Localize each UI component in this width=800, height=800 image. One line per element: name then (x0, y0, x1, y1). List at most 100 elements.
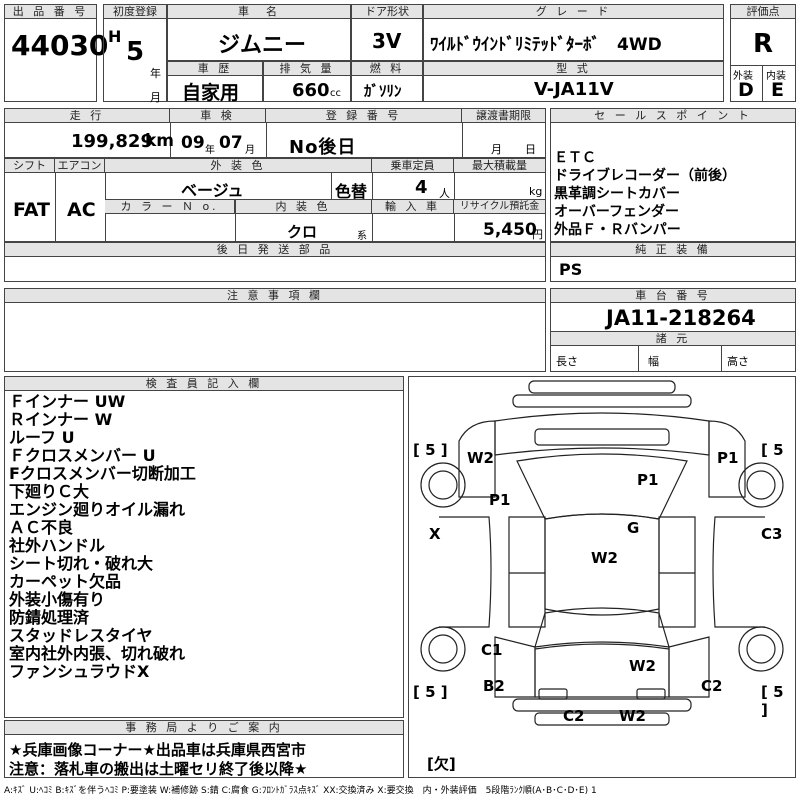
genuine-box: 純 正 装 備 PS (550, 242, 796, 282)
note-line: ルーフ U (9, 428, 75, 447)
sales-point-item: オーバーフェンダー (554, 204, 680, 220)
fuel-label: 燃 料 (352, 62, 422, 76)
first-reg-era: H (108, 27, 122, 46)
note-line: 外装小傷有り (9, 590, 106, 609)
door-value: 3V (372, 29, 402, 53)
grade-box: グ レ ー ド ﾜｲﾙﾄﾞｳｲﾝﾄﾞﾘﾐﾃｯﾄﾞﾀｰﾎﾞ 4WD (423, 4, 724, 61)
vehicle-outline (420, 380, 784, 726)
note-line: エンジン廻りオイル漏れ (9, 500, 186, 519)
model-value: V-JA11V (534, 79, 614, 100)
note-line: Ｆクロスメンバー U (9, 446, 156, 465)
damage-mark-c1: C1 (481, 641, 503, 659)
displacement-label: 排 気 量 (264, 62, 350, 76)
lot-number: 44030 (11, 29, 109, 62)
damage-mark-w2-bumper: W2 (619, 707, 646, 725)
caution-box: 注 意 事 項 欄 (4, 288, 546, 372)
grade-label: グ レ ー ド (424, 5, 723, 19)
grade-value: ﾜｲﾙﾄﾞｳｲﾝﾄﾞﾘﾐﾃｯﾄﾞﾀｰﾎﾞ 4WD (430, 35, 662, 55)
tire-mark-front-right: [ 5 (761, 441, 784, 459)
dims-width: 幅 (648, 355, 659, 368)
first-reg-label: 初度登録 (104, 5, 166, 19)
color-change: 色替 (335, 182, 368, 201)
damage-mark-w2-roof: W2 (591, 549, 618, 567)
displacement-unit: cc (330, 88, 341, 99)
chassis-number: JA11-218264 (606, 306, 756, 330)
door-label: ドア形状 (352, 5, 422, 19)
exterior-score: D (738, 79, 754, 101)
maxload-unit: kg (529, 185, 543, 198)
damage-mark-g: G (627, 519, 640, 537)
inspection-label: 車 検 (170, 109, 266, 123)
sales-point-item: ドライブレコーダー（前後） (554, 168, 736, 184)
genuine-value: PS (559, 260, 583, 279)
color-value: ベージュ (181, 181, 244, 200)
int-color-value: クロ (287, 223, 318, 241)
recycle-value: 5,450 (483, 220, 537, 240)
office-line-2: 注意：落札車の搬出は土曜セリ終了後以降★ (9, 760, 308, 778)
row3-box: シフト エアコン 外 装 色 乗車定員 最大積載量 FAT AC ベージュ 色替… (4, 158, 546, 242)
model-box: 型 式 V-JA11V (423, 61, 724, 102)
damage-mark-x: X (429, 525, 441, 543)
tire-mark-rear-right: [ 5 ] (761, 683, 784, 719)
recycle-unit: 円 (532, 228, 543, 241)
damage-mark-c3: C3 (761, 525, 783, 543)
lot-label: 出 品 番 号 (5, 5, 96, 19)
int-color-unit: 系 (357, 231, 367, 242)
note-line: 社外ハンドル (9, 536, 106, 555)
dims-label: 諸 元 (551, 331, 795, 346)
office-line-1: ★兵庫画像コーナー★出品車は兵庫県西宮市 (9, 741, 306, 759)
transfer-day: 日 (525, 143, 536, 156)
chassis-box: 車 台 番 号 JA11-218264 諸 元 長さ 幅 高さ (550, 288, 796, 372)
sales-point-label: セ ー ル ス ポ イ ン ト (551, 109, 795, 123)
history-value: 自家用 (182, 82, 240, 104)
note-line: Ｒインナー W (9, 410, 113, 429)
note-line: ＡＣ不良 (9, 518, 74, 537)
sales-point-box: セ ー ル ス ポ イ ン ト ＥＴＣ ドライブレコーダー（前後） 黒革調シート… (550, 108, 796, 242)
note-line: 室内社外内張、切れ破れ (9, 644, 186, 663)
mileage-value: 199,829 (71, 131, 153, 152)
first-reg-month-unit: 月 (150, 91, 161, 104)
reg-value: No後日 (289, 137, 357, 158)
inspector-label: 検 査 員 記 入 欄 (5, 377, 403, 391)
history-label: 車 歴 (168, 62, 262, 76)
sales-point-item: 黒革調シートカバー (554, 186, 680, 202)
inspector-box: 検 査 員 記 入 欄 Ｆインナー UW Ｒインナー W ルーフ U Ｆクロスメ… (4, 376, 404, 718)
score-label: 評価点 (731, 5, 795, 19)
interior-label: 内装 (766, 71, 786, 82)
note-line: カーペット欠品 (9, 572, 122, 591)
note-line: Fクロスメンバー切断加工 (9, 464, 196, 483)
row2-box: 走 行 車 検 登 録 番 号 譲渡書期限 199,829 km 09 年 07… (4, 108, 546, 158)
first-reg-year: 5 (126, 37, 145, 67)
aircon-label: エアコン (55, 159, 105, 173)
score-value: R (753, 29, 774, 59)
color-label: 外 装 色 (105, 159, 372, 173)
model-label: 型 式 (424, 62, 723, 76)
note-line: シート切れ・破れ大 (9, 554, 154, 573)
displacement-box: 排 気 量 660 cc (263, 61, 351, 102)
reg-label: 登 録 番 号 (266, 109, 462, 123)
office-box: 事 務 局 よ り ご 案 内 ★兵庫画像コーナー★出品車は兵庫県西宮市 注意：… (4, 720, 404, 778)
damage-mark-c2-rear-right: C2 (701, 677, 723, 695)
damage-mark-p1-front-right: P1 (717, 449, 739, 467)
tire-mark-rear-left: [ 5 ] (413, 683, 448, 701)
dims-length: 長さ (556, 355, 578, 368)
vehicle-diagram: [ 5 ] [ 5 [ 5 ] [ 5 ] [欠] W2 P1 P1 P1 G … (408, 376, 796, 778)
legend: A:ｷｽﾞ U:ﾍｺﾐ B:ｷｽﾞを伴うﾍｺﾐ P:要塗装 W:補修跡 S:錆 … (4, 786, 597, 796)
inspector-notes: Ｆインナー UW Ｒインナー W ルーフ U Ｆクロスメンバー U Fクロスメン… (9, 393, 196, 681)
later-parts-label: 後 日 発 送 部 品 (5, 243, 545, 257)
int-color-label: 内 装 色 (235, 200, 372, 214)
sales-point-item: 外品Ｆ・Ｒバンパー (554, 222, 681, 238)
door-box: ドア形状 3V (351, 4, 423, 61)
car-name-box: 車 名 ジムニー (167, 4, 351, 61)
shift-label: シフト (5, 159, 55, 173)
damage-mark-b2: B2 (483, 677, 505, 695)
mileage-label: 走 行 (5, 109, 170, 123)
car-name: ジムニー (218, 33, 307, 58)
colorno-label: カ ラ ー Ｎ o. (105, 200, 235, 214)
mileage-unit: km (145, 131, 175, 151)
note-line: 下廻りＣ大 (9, 482, 90, 501)
aircon-value: AC (67, 199, 96, 221)
damage-mark-w2-rear: W2 (629, 657, 656, 675)
interior-score: E (771, 79, 784, 101)
inspection-month-unit: 月 (245, 145, 255, 156)
